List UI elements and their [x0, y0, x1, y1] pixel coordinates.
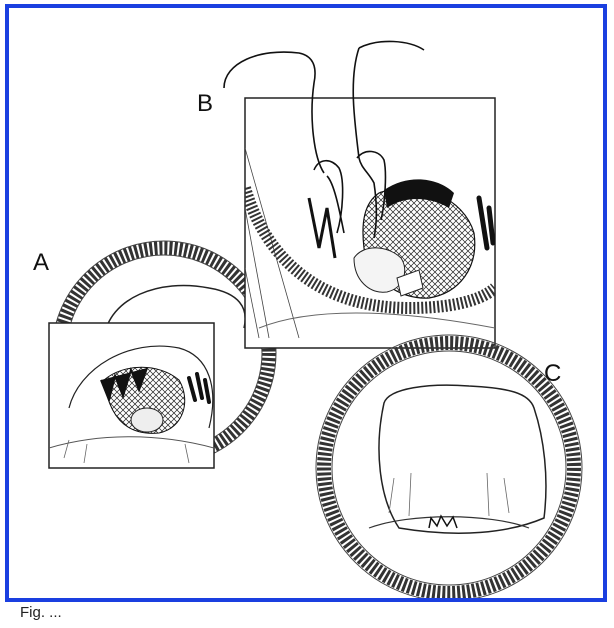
valve-ring-c	[317, 336, 581, 598]
valve-ring-b	[245, 186, 495, 315]
panel-label-b: B	[197, 90, 214, 117]
panel-b-drawing	[223, 40, 496, 349]
suture-needles	[223, 40, 425, 239]
repair-patch-c	[428, 514, 458, 529]
figure-frame: B A C	[5, 4, 607, 602]
valve-ring-a	[52, 241, 276, 465]
vegetation-a	[130, 407, 164, 433]
leaflet-outline-c	[378, 384, 547, 534]
panel-a-drawing	[48, 240, 277, 469]
illustration	[48, 40, 583, 598]
panel-c-drawing	[315, 334, 583, 598]
panel-label-c: C	[544, 360, 562, 387]
leaflet-outline-a	[103, 284, 246, 339]
figure-caption: Fig. ...	[20, 604, 62, 621]
panel-label-a: A	[33, 249, 50, 276]
